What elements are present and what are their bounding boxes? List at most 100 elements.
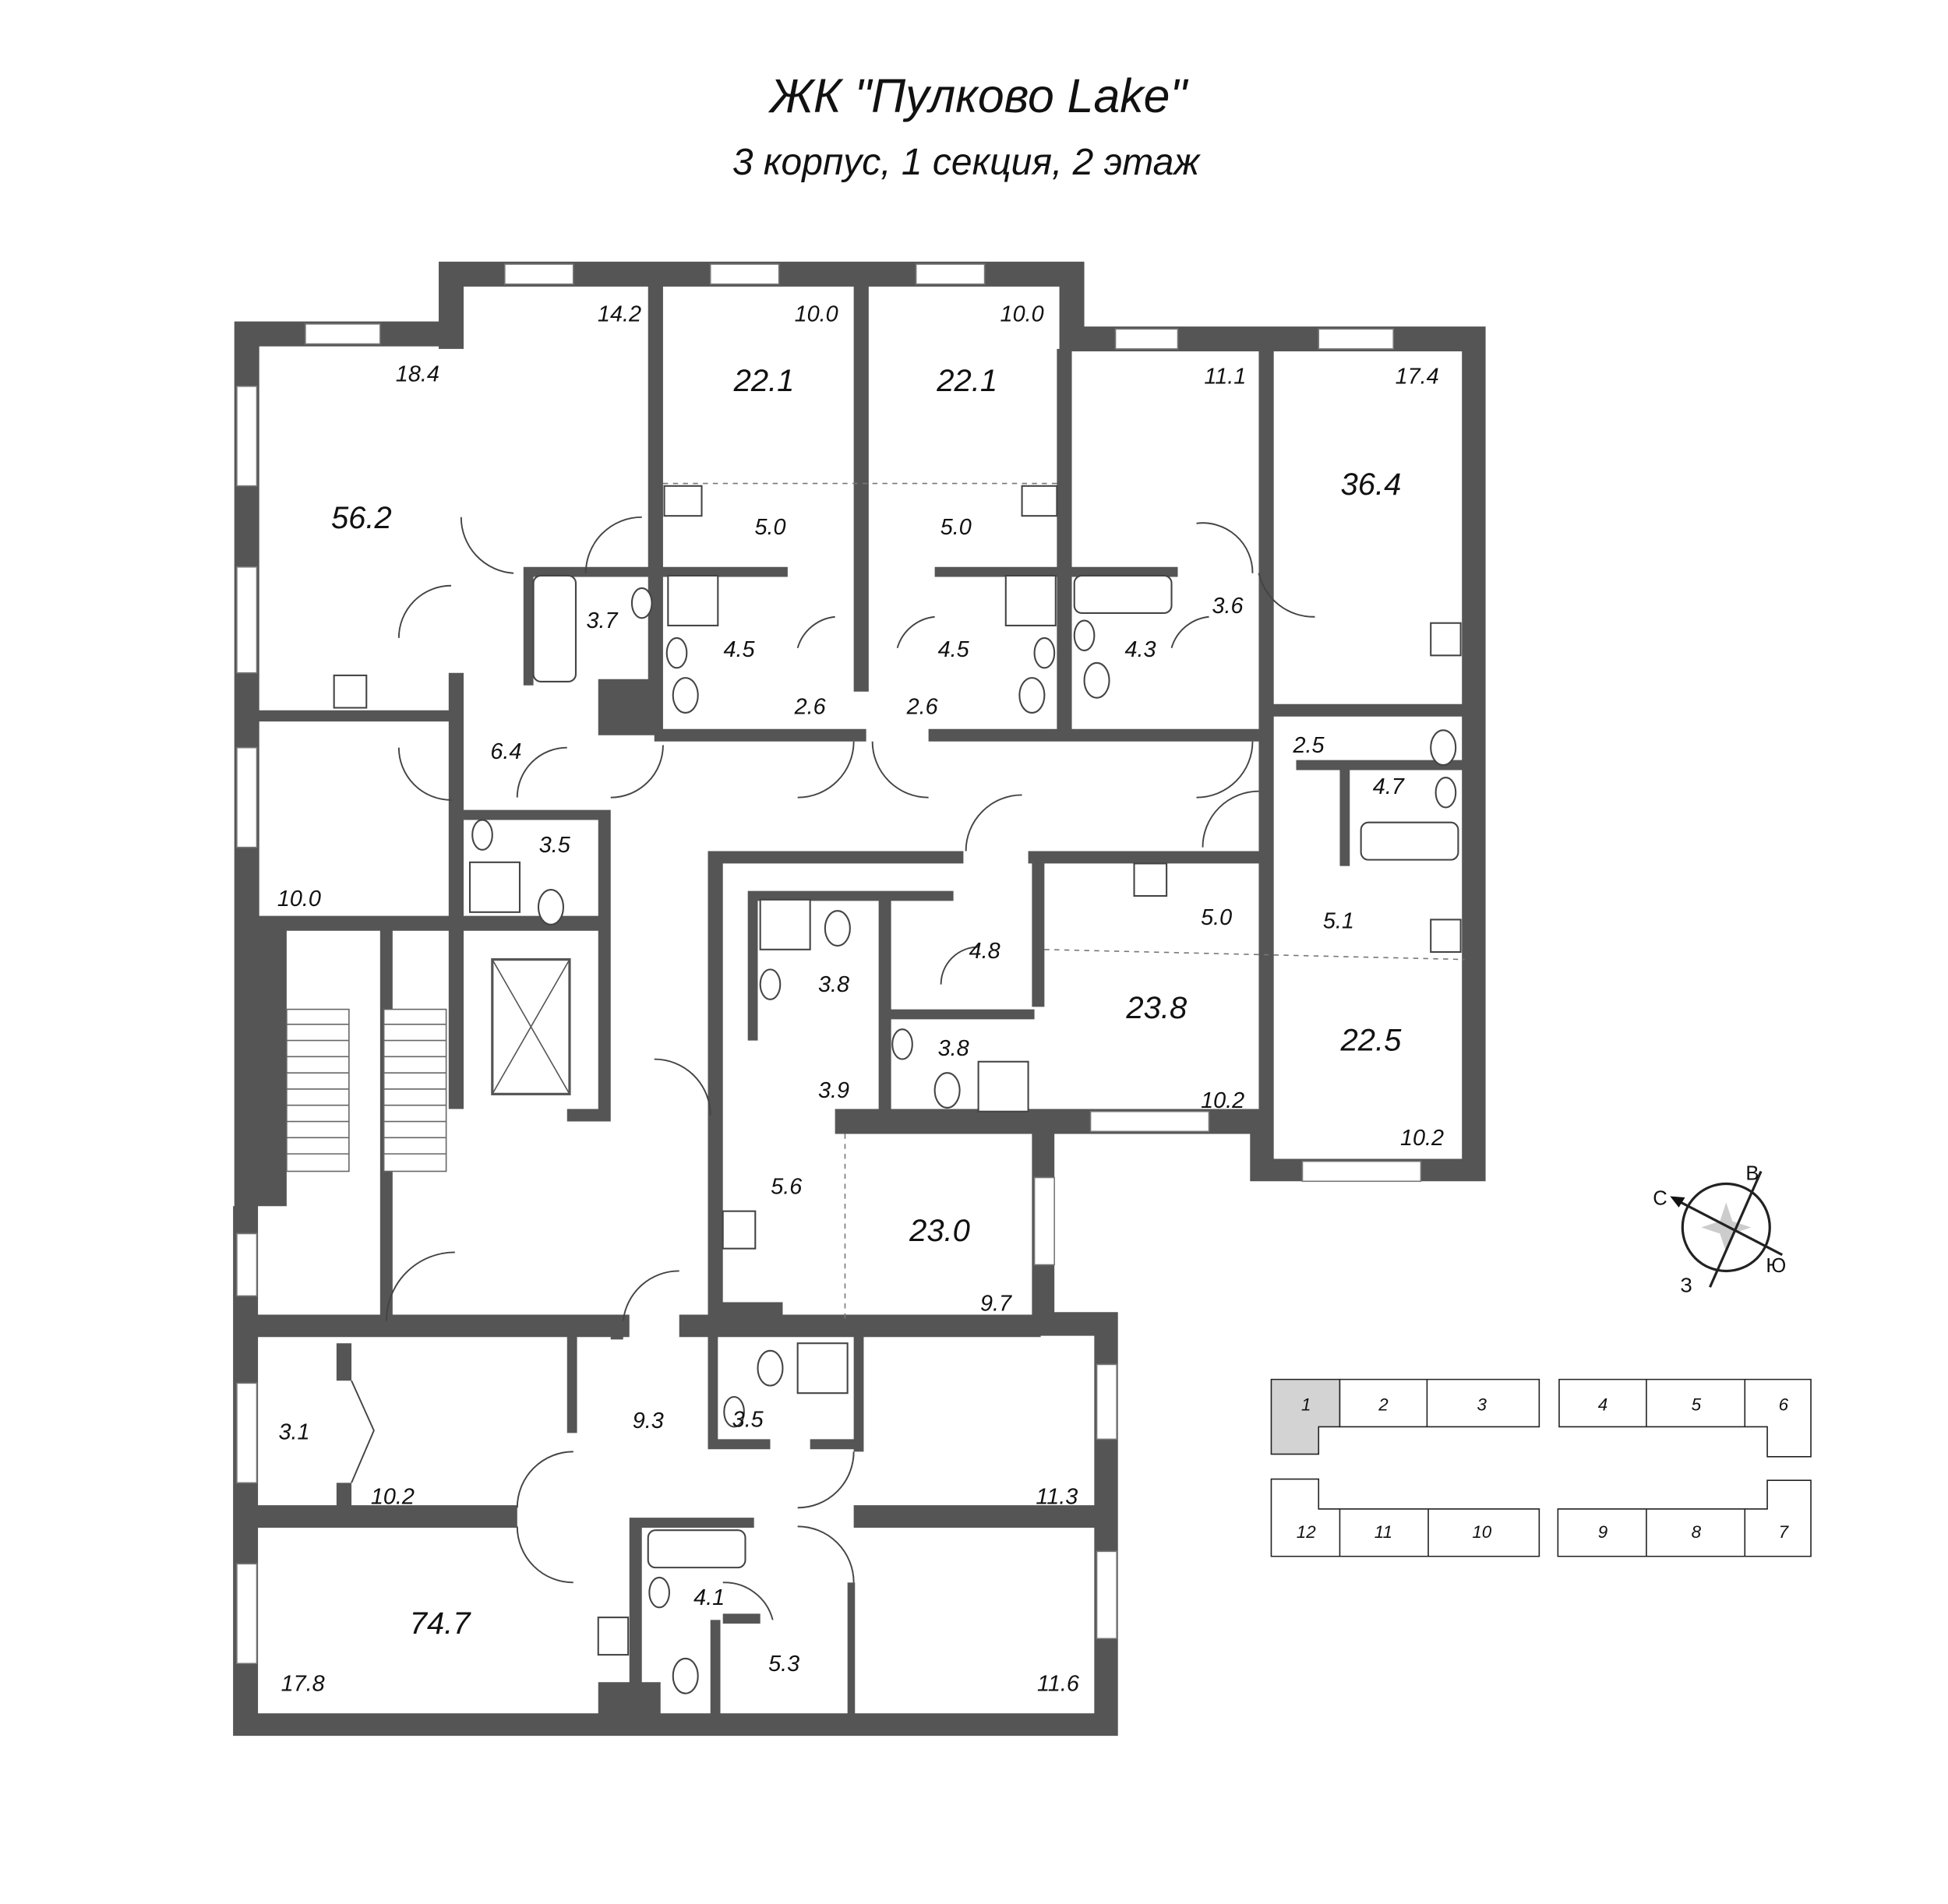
stairs bbox=[286, 1008, 447, 1172]
walls bbox=[233, 261, 1486, 1737]
bathtub-icon bbox=[647, 1529, 746, 1569]
room-area: 4.5 bbox=[723, 637, 755, 662]
sink-icon bbox=[665, 636, 688, 669]
room-area: 4.5 bbox=[938, 637, 970, 662]
section-label: 9 bbox=[1598, 1522, 1607, 1542]
sink-icon bbox=[1033, 636, 1056, 669]
room-area: 9.7 bbox=[980, 1292, 1012, 1317]
section-label: 7 bbox=[1779, 1522, 1790, 1542]
sink-icon bbox=[630, 587, 653, 619]
shower-icon bbox=[977, 1060, 1029, 1112]
section-label: 4 bbox=[1598, 1395, 1607, 1415]
room-area: 3.7 bbox=[587, 608, 619, 633]
room-area: 14.2 bbox=[598, 302, 641, 327]
window bbox=[1114, 328, 1179, 350]
room-area: 11.6 bbox=[1037, 1671, 1079, 1696]
room-area: 17.4 bbox=[1396, 365, 1439, 390]
room-area: 56.2 bbox=[331, 501, 392, 535]
room-area: 5.6 bbox=[771, 1174, 802, 1199]
window bbox=[236, 1563, 258, 1665]
room-area: 4.8 bbox=[969, 939, 1000, 964]
room-area: 10.0 bbox=[795, 302, 838, 327]
section-label: 10 bbox=[1472, 1522, 1491, 1542]
complex-title: ЖК "Пулково Lake" bbox=[768, 69, 1188, 122]
room-area: 10.2 bbox=[371, 1485, 415, 1510]
sink-icon bbox=[891, 1028, 913, 1060]
room-area: 10.2 bbox=[1400, 1126, 1444, 1151]
bathtub-icon bbox=[532, 574, 577, 682]
room-area: 22.1 bbox=[733, 364, 795, 398]
windows bbox=[236, 263, 1422, 1665]
floor-subtitle: 3 корпус, 1 секция, 2 этаж bbox=[732, 142, 1201, 183]
bathtub-icon bbox=[1073, 574, 1173, 614]
section-label: 2 bbox=[1378, 1395, 1389, 1415]
room-area: 23.8 bbox=[1125, 991, 1187, 1025]
sink-icon bbox=[471, 819, 493, 851]
window bbox=[1301, 1160, 1422, 1183]
sink-icon bbox=[723, 1395, 745, 1428]
compass-east: В bbox=[1745, 1163, 1759, 1185]
window bbox=[236, 1232, 258, 1297]
room-area: 5.0 bbox=[940, 515, 972, 540]
compass-west: З bbox=[1680, 1275, 1692, 1297]
window bbox=[236, 746, 258, 848]
toilet-icon bbox=[672, 1657, 699, 1694]
window bbox=[1096, 1363, 1117, 1440]
window bbox=[915, 263, 986, 285]
stove-icon bbox=[663, 485, 703, 517]
room-area: 17.8 bbox=[281, 1671, 325, 1696]
room-area: 9.3 bbox=[633, 1409, 664, 1433]
room-area: 22.5 bbox=[1340, 1023, 1403, 1057]
room-area: 10.0 bbox=[277, 887, 321, 911]
toilet-icon bbox=[537, 888, 565, 926]
room-area: 4.7 bbox=[1373, 774, 1405, 799]
sink-icon bbox=[1073, 619, 1096, 651]
window bbox=[709, 263, 780, 285]
elevator-shaft bbox=[491, 957, 571, 1095]
compass-south: Ю bbox=[1766, 1255, 1786, 1277]
room-area: 5.3 bbox=[768, 1652, 799, 1677]
toilet-icon bbox=[933, 1072, 961, 1109]
room-area: 10.2 bbox=[1201, 1088, 1244, 1113]
sink-icon bbox=[648, 1576, 670, 1609]
stove-icon bbox=[1021, 485, 1058, 517]
room-area: 3.6 bbox=[1212, 594, 1243, 619]
stove-icon bbox=[1430, 622, 1462, 657]
section-label: 11 bbox=[1375, 1522, 1392, 1542]
stove-icon bbox=[597, 1617, 630, 1656]
toilet-icon bbox=[1430, 729, 1457, 767]
bathtub-icon bbox=[1360, 821, 1459, 861]
section-label: 12 bbox=[1297, 1522, 1316, 1542]
room-area: 2.6 bbox=[794, 695, 826, 720]
room-area: 18.4 bbox=[396, 361, 439, 386]
stove-icon bbox=[1430, 919, 1462, 954]
room-area: 6.4 bbox=[490, 739, 521, 764]
stove-icon bbox=[333, 674, 368, 709]
toilet-icon bbox=[672, 677, 699, 714]
toilet-icon bbox=[757, 1349, 784, 1387]
room-area: 2.6 bbox=[906, 695, 938, 720]
sink-icon bbox=[1435, 777, 1457, 809]
section-label: 8 bbox=[1692, 1522, 1702, 1542]
section-1-cell[interactable] bbox=[1270, 1378, 1341, 1455]
window bbox=[1096, 1550, 1117, 1640]
room-area: 3.9 bbox=[818, 1078, 849, 1103]
compass-star-icon bbox=[1701, 1202, 1752, 1253]
room-area: 23.0 bbox=[909, 1214, 970, 1248]
room-area: 11.1 bbox=[1204, 365, 1246, 390]
window bbox=[305, 323, 381, 345]
kitchen-dividers bbox=[662, 482, 1465, 1321]
room-area: 36.4 bbox=[1341, 467, 1402, 502]
section-label: 5 bbox=[1692, 1395, 1702, 1415]
room-area: 3.8 bbox=[938, 1036, 969, 1061]
compass: С В Ю З bbox=[1653, 1163, 1786, 1297]
room-area: 74.7 bbox=[410, 1606, 472, 1641]
toilet-icon bbox=[1018, 677, 1046, 714]
room-area: 4.1 bbox=[693, 1585, 725, 1610]
window bbox=[236, 386, 258, 487]
window bbox=[236, 566, 258, 674]
shower-icon bbox=[667, 574, 719, 626]
room-area: 11.3 bbox=[1036, 1485, 1078, 1510]
stove-icon bbox=[1133, 862, 1168, 897]
